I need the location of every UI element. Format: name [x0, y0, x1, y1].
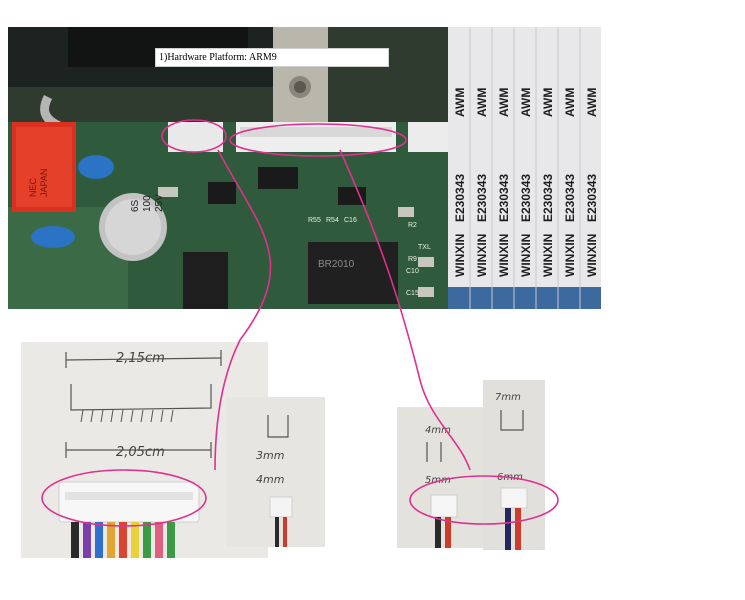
relay-text-nec: NEC: [28, 177, 38, 197]
silk-r54: R54: [326, 217, 339, 224]
capacitor-text-100: 100: [142, 195, 153, 212]
capacitor-text-6s: 6S: [130, 199, 141, 212]
measure-height: 3mm: [256, 449, 284, 462]
relay-text-japan: JAPAN: [39, 169, 49, 197]
silk-c16: C16: [344, 217, 357, 224]
highlight-right-connectors: [409, 475, 559, 525]
silk-r55: R55: [308, 217, 321, 224]
silk-r9: R9: [408, 256, 417, 263]
ribbon-text-winxin: WINXIN: [585, 234, 599, 277]
small-connector-drawing: 3mm 4mm: [226, 397, 325, 547]
ribbon-text-awm: AWM: [585, 88, 599, 117]
ribbon-text-winxin: WINXIN: [541, 234, 555, 277]
silk-c15: C15: [406, 290, 419, 297]
ribbon-text-winxin: WINXIN: [475, 234, 489, 277]
ribbon-text-code: E230343: [541, 174, 555, 222]
ribbon-text-code: E230343: [475, 174, 489, 222]
chip-text: BR2010: [318, 259, 355, 270]
photo-small-connector: 3mm 4mm: [226, 397, 325, 547]
photo-connector-a: 4mm 5mm: [397, 407, 488, 548]
highlight-photo-connector: [41, 469, 207, 527]
ribbon-text-code: E230343: [497, 174, 511, 222]
silk-txl: TXL: [418, 244, 431, 251]
pcb-drawing: WINXIN E230343 AWM WINXIN E230343 AWM WI…: [8, 27, 601, 309]
measure-top-width: 2,15cm: [116, 351, 165, 366]
ribbon-text-code: E230343: [585, 174, 599, 222]
ribbon-text-awm: AWM: [563, 88, 577, 117]
ribbon-text-awm: AWM: [475, 88, 489, 117]
highlight-small-connector: [161, 119, 227, 153]
measure-width: 4mm: [256, 473, 284, 486]
ribbon-text-winxin: WINXIN: [519, 234, 533, 277]
ribbon-text-winxin: WINXIN: [453, 234, 467, 277]
measure-bottom-width: 2,05cm: [116, 445, 165, 460]
ribbon-text-awm: AWM: [541, 88, 555, 117]
platform-banner: 1)Hardware Platform: ARM9: [155, 48, 389, 67]
ribbon-text-awm: AWM: [519, 88, 533, 117]
silk-r2: R2: [408, 222, 417, 229]
capacitor-text-25v: 25V: [154, 194, 165, 212]
measure-a-top: 4mm: [425, 425, 451, 436]
measure-b-top: 7mm: [495, 392, 521, 403]
link-line-right: [339, 149, 471, 471]
highlight-large-connector: [229, 123, 407, 157]
ribbon-text-awm: AWM: [453, 88, 467, 117]
ribbon-text-awm: AWM: [497, 88, 511, 117]
ribbon-text-code: E230343: [519, 174, 533, 222]
ribbon-text-winxin: WINXIN: [563, 234, 577, 277]
pcb-photo: WINXIN E230343 AWM WINXIN E230343 AWM WI…: [8, 27, 601, 309]
ribbon-text-code: E230343: [453, 174, 467, 222]
silk-c10: C10: [406, 268, 419, 275]
ribbon-text-code: E230343: [563, 174, 577, 222]
link-line-left: [214, 149, 272, 471]
ribbon-text-winxin: WINXIN: [497, 234, 511, 277]
